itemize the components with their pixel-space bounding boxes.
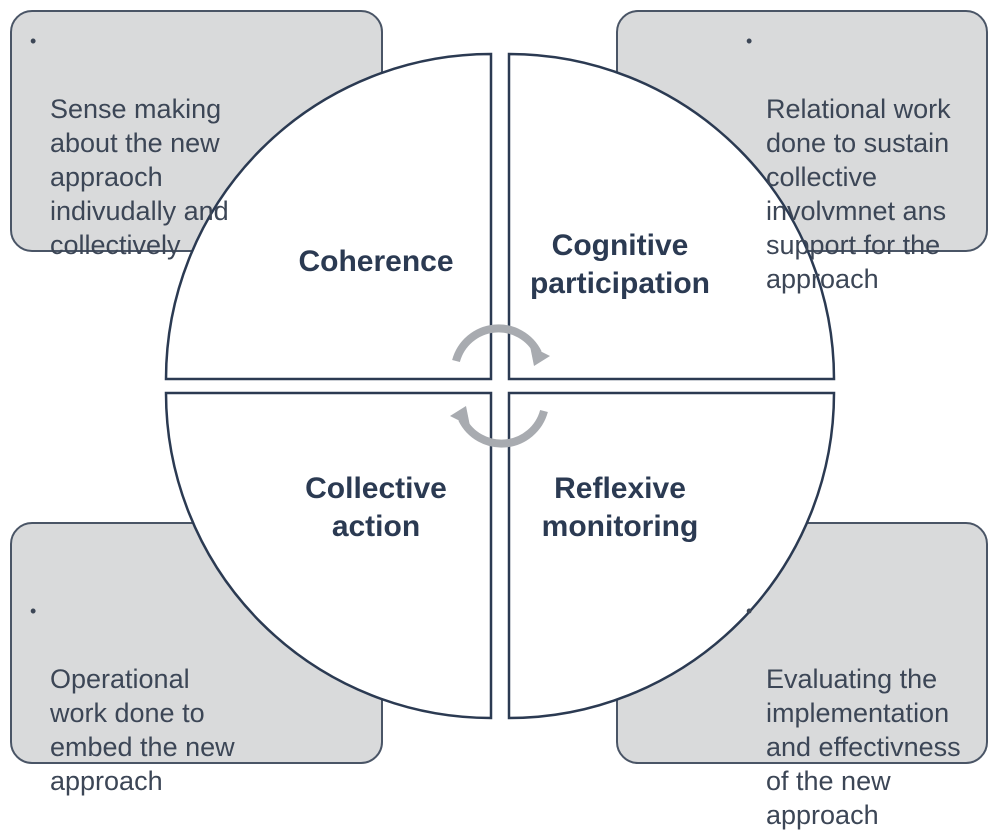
note-text-bottom-right: Evaluating the implementation and effect…: [766, 664, 961, 830]
note-bottom-right: • Evaluating the implementation and effe…: [746, 594, 961, 832]
quadrant-top-right: [507, 52, 836, 381]
bullet-icon: •: [30, 31, 37, 51]
label-cognitive-participation: Cognitive participation: [529, 229, 710, 300]
label-coherence: Coherence: [298, 245, 454, 278]
note-top-right: • Relational work done to sustain collec…: [746, 24, 951, 296]
note-top-left: • Sense making about the new appraoch in…: [30, 24, 229, 262]
bullet-icon: •: [746, 601, 753, 621]
quadrant-top-left: [164, 52, 493, 381]
note-text-bottom-left: Operational work done to embed the new a…: [50, 664, 235, 796]
bullet-icon: •: [746, 31, 753, 51]
note-text-top-right: Relational work done to sustain collecti…: [766, 94, 951, 294]
bullet-icon: •: [30, 601, 37, 621]
label-reflexive-monitoring: Reflexive monitoring: [541, 472, 699, 543]
label-collective-action: Collective action: [305, 472, 447, 543]
quadrant-bottom-left: [164, 391, 493, 720]
note-bottom-left: • Operational work done to embed the new…: [30, 594, 235, 798]
quadrant-circle: [164, 52, 836, 720]
cycle-arrows-icon: [450, 324, 550, 448]
quadrant-bottom-right: [507, 391, 836, 720]
note-text-top-left: Sense making about the new appraoch indi…: [50, 94, 229, 260]
